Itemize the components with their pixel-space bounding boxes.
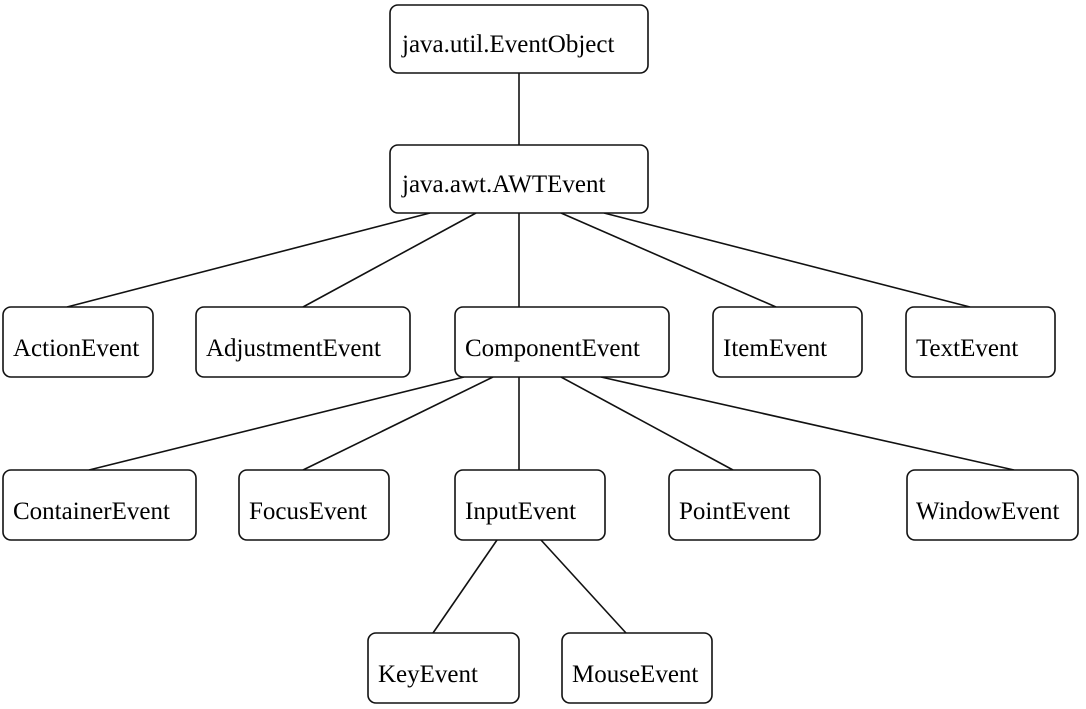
edge-componentevent-containerevent bbox=[88, 376, 465, 471]
node-mouse-event: MouseEvent bbox=[561, 632, 713, 704]
node-box bbox=[238, 469, 390, 541]
node-item-event: ItemEvent bbox=[712, 306, 863, 378]
edge-inputevent-mouseevent bbox=[540, 539, 627, 634]
node-box bbox=[668, 469, 821, 541]
node-event-object: java.util.EventObject bbox=[389, 4, 649, 74]
edge-inputevent-keyevent bbox=[432, 539, 498, 634]
node-label: MouseEvent bbox=[572, 661, 698, 688]
edge-awtevent-textevent bbox=[603, 212, 971, 308]
node-box bbox=[389, 4, 649, 74]
node-label: FocusEvent bbox=[249, 498, 367, 525]
node-point-event: PointEvent bbox=[668, 469, 821, 541]
node-label: ContainerEvent bbox=[13, 498, 170, 525]
node-box bbox=[454, 306, 670, 378]
node-label: KeyEvent bbox=[378, 661, 478, 688]
edges bbox=[66, 73, 1015, 634]
node-label: ComponentEvent bbox=[465, 335, 640, 362]
node-box bbox=[389, 144, 649, 214]
node-box bbox=[561, 632, 713, 704]
node-adjustment-event: AdjustmentEvent bbox=[195, 306, 411, 378]
node-key-event: KeyEvent bbox=[367, 632, 520, 704]
node-label: ActionEvent bbox=[13, 335, 139, 362]
node-box bbox=[2, 306, 154, 378]
node-awt-event: java.awt.AWTEvent bbox=[389, 144, 649, 214]
node-label: AdjustmentEvent bbox=[206, 335, 381, 362]
edge-awtevent-actionevent bbox=[66, 212, 431, 308]
node-box bbox=[906, 469, 1079, 541]
node-component-event: ComponentEvent bbox=[454, 306, 670, 378]
node-label: java.util.EventObject bbox=[401, 31, 614, 58]
node-label: WindowEvent bbox=[916, 498, 1059, 525]
node-label: java.awt.AWTEvent bbox=[401, 171, 606, 198]
node-container-event: ContainerEvent bbox=[2, 469, 197, 541]
node-text-event: TextEvent bbox=[905, 306, 1056, 378]
node-label: ItemEvent bbox=[723, 335, 827, 362]
node-box bbox=[2, 469, 197, 541]
node-box bbox=[454, 469, 606, 541]
node-action-event: ActionEvent bbox=[2, 306, 154, 378]
node-box bbox=[905, 306, 1056, 378]
node-label: TextEvent bbox=[916, 335, 1018, 362]
edge-awtevent-adjustmentevent bbox=[302, 212, 477, 308]
node-label: PointEvent bbox=[679, 498, 790, 525]
edge-componentevent-windowevent bbox=[600, 376, 1015, 471]
edge-componentevent-focusevent bbox=[302, 376, 494, 471]
node-label: InputEvent bbox=[465, 498, 576, 525]
edge-awtevent-itemevent bbox=[560, 212, 777, 308]
node-box bbox=[367, 632, 520, 704]
node-box bbox=[195, 306, 411, 378]
node-window-event: WindowEvent bbox=[906, 469, 1079, 541]
node-input-event: InputEvent bbox=[454, 469, 606, 541]
node-box bbox=[712, 306, 863, 378]
edge-componentevent-pointevent bbox=[560, 376, 734, 471]
node-focus-event: FocusEvent bbox=[238, 469, 390, 541]
